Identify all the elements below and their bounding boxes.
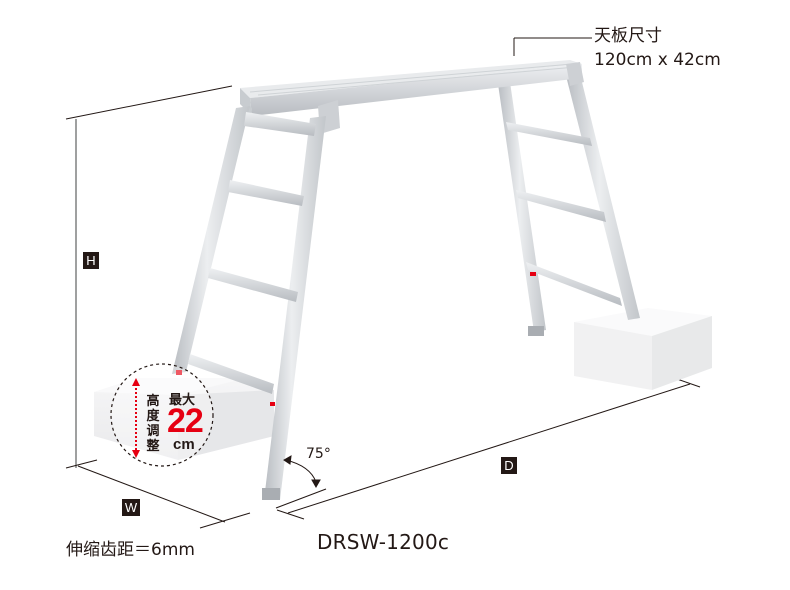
model-number: DRSW-1200c (317, 530, 450, 554)
adjustment-char: 调 (146, 424, 160, 439)
dimension-lines (65, 37, 701, 529)
adjustment-char: 高 (146, 394, 160, 409)
adjustment-max-value: 22 (167, 402, 204, 440)
angle-label: 75° (306, 446, 331, 462)
depth-badge: D (501, 457, 517, 474)
adjustment-max-label: 最大 (169, 393, 196, 408)
left-block (94, 378, 274, 460)
left-ladder (172, 106, 326, 500)
pitch-label: 伸缩齿距＝6mm (66, 540, 195, 560)
adjustment-char: 度 (146, 409, 160, 424)
platform (240, 60, 584, 134)
width-badge: W (122, 499, 140, 516)
right-ladder (498, 74, 640, 336)
adjustment-callout (110, 363, 214, 467)
angle-indicator (283, 455, 321, 489)
height-badge: H (83, 252, 99, 269)
adjustment-char: 整 (146, 439, 160, 454)
adjustment-unit: cm (173, 436, 195, 453)
platform-size-label: 天板尺寸 (594, 26, 662, 46)
platform-size-value: 120cm x 42cm (594, 50, 721, 70)
right-block (574, 308, 712, 390)
adjustment-vertical-label: 高 度 调 整 (145, 394, 161, 454)
